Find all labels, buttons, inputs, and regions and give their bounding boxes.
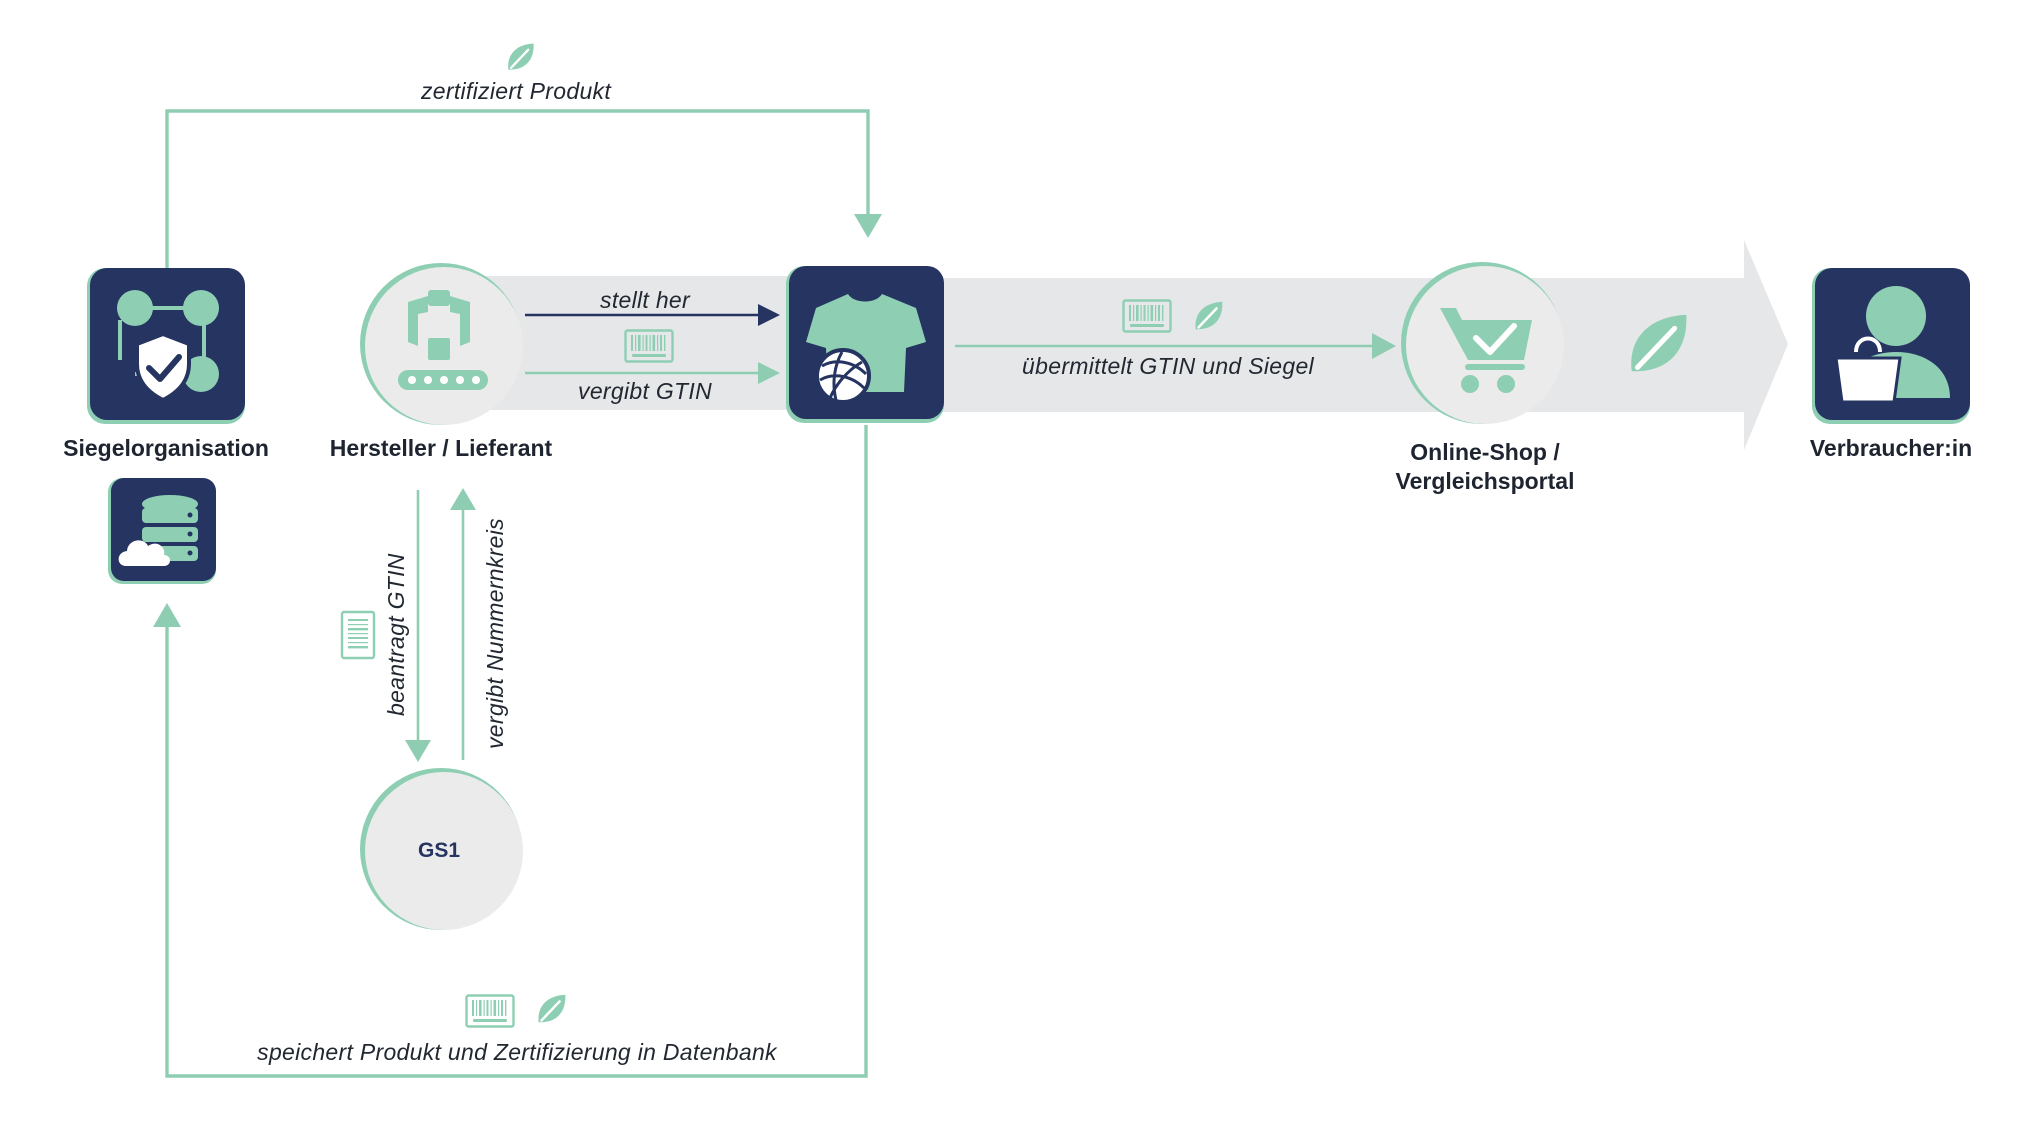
arrowhead-speichert [153,603,181,627]
arrowhead-stellt-her [758,304,780,326]
cart-check-icon [1440,308,1532,393]
gs1-node [360,768,523,930]
arrowhead-nummernkreis [450,488,476,510]
label-gs1: GS1 [417,839,461,862]
document-barcode-icon [340,610,376,660]
arrowhead-uebermittelt [1372,333,1396,359]
line-speichert [165,425,868,1078]
label-beantragt-gtin: beantragt GTIN [383,553,409,716]
label-onlineshop-line2: Vergleichsportal [1395,468,1575,494]
factory-robot-icon [398,290,488,390]
label-vergibt-nummernkreis: vergibt Nummernkreis [482,518,508,749]
barcode-icon [465,994,515,1028]
label-stellt-her: stellt her [600,287,690,313]
label-hersteller: Hersteller / Lieferant [329,435,553,461]
arrowhead-zertifiziert [854,214,882,238]
tshirt-yarn-icon [806,294,926,404]
shield-network-icon [117,290,219,403]
arrowhead-vergibt-gtin [758,362,780,384]
label-siegelorganisation: Siegelorganisation [63,435,269,461]
person-bag-icon [1834,286,1950,404]
siegelorganisation-node [87,268,245,424]
label-zertifiziert-produkt: zertifiziert Produkt [420,78,612,104]
datenbank-node [108,478,216,584]
leaf-icon [537,993,567,1024]
verbraucher-node [1812,268,1970,424]
label-speichert: speichert Produkt und Zertifizierung in … [257,1039,777,1065]
label-vergibt-gtin: vergibt GTIN [578,378,712,404]
onlineshop-node [1401,262,1564,424]
label-verbraucher: Verbraucher:in [1809,435,1973,461]
produkt-node [786,266,944,423]
label-uebermittelt: übermittelt GTIN und Siegel [1022,353,1314,379]
database-cloud-icon [118,495,198,566]
line-zertifiziert [165,109,870,268]
arrowhead-beantragt [405,740,431,762]
label-onlineshop-line1: Online-Shop / [1410,439,1560,465]
hersteller-node [360,263,523,425]
leaf-icon [507,42,535,71]
